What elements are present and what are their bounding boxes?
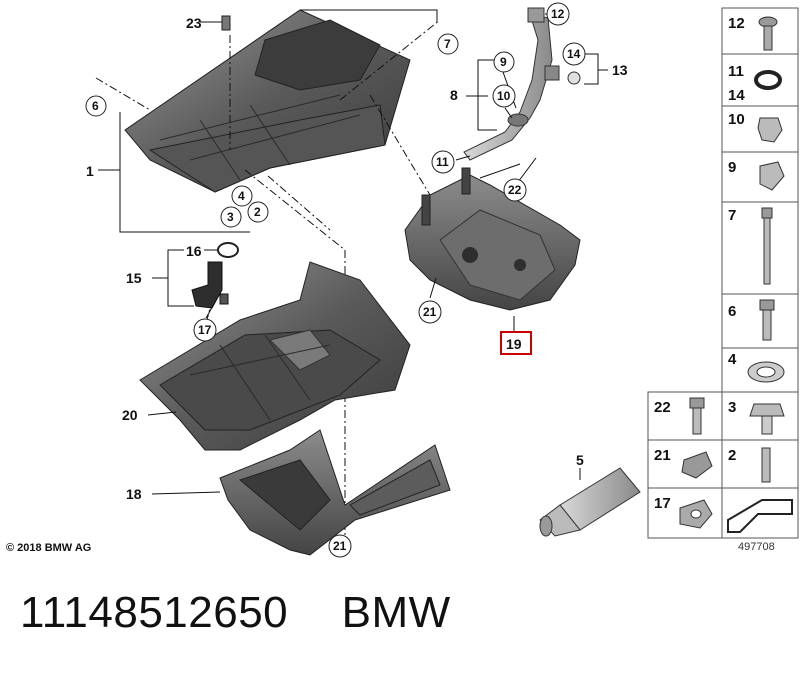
- callout-8: 8: [450, 87, 458, 103]
- nut-21-icon: [681, 451, 713, 479]
- footer-caption: 11148512650 BMW: [20, 588, 451, 638]
- callout-5: 5: [576, 452, 584, 468]
- oil-pan-cover-19: [404, 167, 581, 311]
- table-label-11: 11: [728, 63, 744, 80]
- clip-9-icon: [759, 161, 785, 191]
- table-label-17: 17: [654, 495, 671, 512]
- upper-oil-pan: [124, 9, 411, 193]
- bracket-parts-8-13: [455, 13, 608, 161]
- callout-21-lower: 21: [333, 539, 347, 553]
- callout-1: 1: [86, 163, 94, 179]
- sealant-tube-5: [539, 467, 641, 537]
- clip-10-icon: [757, 117, 783, 143]
- callout-6: 6: [92, 99, 99, 113]
- parts-table: [647, 7, 799, 539]
- table-label-14: 14: [728, 87, 745, 104]
- leader-18: [151, 491, 221, 495]
- callout-13: 13: [612, 62, 628, 78]
- callout-4: 4: [238, 189, 245, 203]
- stud-2-icon: [761, 447, 771, 483]
- table-label-22: 22: [654, 399, 671, 416]
- bracket-parts-15-17: [152, 249, 218, 319]
- callout-23: 23: [186, 15, 202, 31]
- dipstick-tube: [463, 7, 581, 161]
- callout-3: 3: [227, 210, 234, 224]
- screw-23-icon: [221, 15, 231, 31]
- baffle-plate-18: [219, 429, 451, 556]
- washer-4-icon: [747, 361, 785, 383]
- image-number: 497708: [738, 541, 775, 553]
- callout-22: 22: [508, 183, 522, 197]
- callout-9: 9: [500, 55, 507, 69]
- table-label-4: 4: [728, 351, 737, 368]
- bolt-7-icon: [761, 207, 773, 285]
- callout-18: 18: [126, 486, 142, 502]
- nut-17-icon: [679, 499, 713, 529]
- bolt-6-icon: [759, 299, 775, 341]
- table-label-9: 9: [728, 159, 736, 176]
- callout-circles: [85, 2, 586, 558]
- screw-22-icon: [689, 397, 705, 435]
- callout-19: 19: [506, 336, 522, 352]
- bolt-3-icon: [749, 403, 785, 435]
- brand-name: BMW: [341, 588, 451, 637]
- table-label-7: 7: [728, 207, 736, 224]
- callout-17: 17: [198, 323, 212, 337]
- leader-lines: [95, 19, 441, 535]
- callout-15: 15: [126, 270, 142, 286]
- part-number: 11148512650: [20, 588, 289, 637]
- table-label-12: 12: [728, 15, 745, 32]
- highlight-box-19: [500, 331, 532, 355]
- table-label-2: 2: [728, 447, 736, 464]
- callout-20: 20: [122, 407, 138, 423]
- leader-20: [147, 411, 177, 416]
- callout-14: 14: [567, 47, 581, 61]
- callout-16: 16: [186, 243, 202, 259]
- table-label-10: 10: [728, 111, 745, 128]
- copyright-notice: © 2018 BMW AG: [6, 542, 92, 554]
- callout-11: 11: [436, 155, 449, 169]
- callout-2: 2: [254, 205, 261, 219]
- arrow-icon: [727, 499, 793, 533]
- lower-oil-pan-20: [139, 261, 411, 451]
- callout-7: 7: [444, 37, 451, 51]
- table-label-6: 6: [728, 303, 736, 320]
- screw-12-icon: [758, 16, 778, 51]
- seal-ring-11-icon: [754, 70, 782, 90]
- table-label-21: 21: [654, 447, 671, 464]
- table-label-3: 3: [728, 399, 736, 416]
- callout-21-upper: 21: [423, 305, 437, 319]
- bracket-part-1: [98, 9, 438, 233]
- callout-10: 10: [497, 89, 511, 103]
- callout-12: 12: [551, 7, 565, 21]
